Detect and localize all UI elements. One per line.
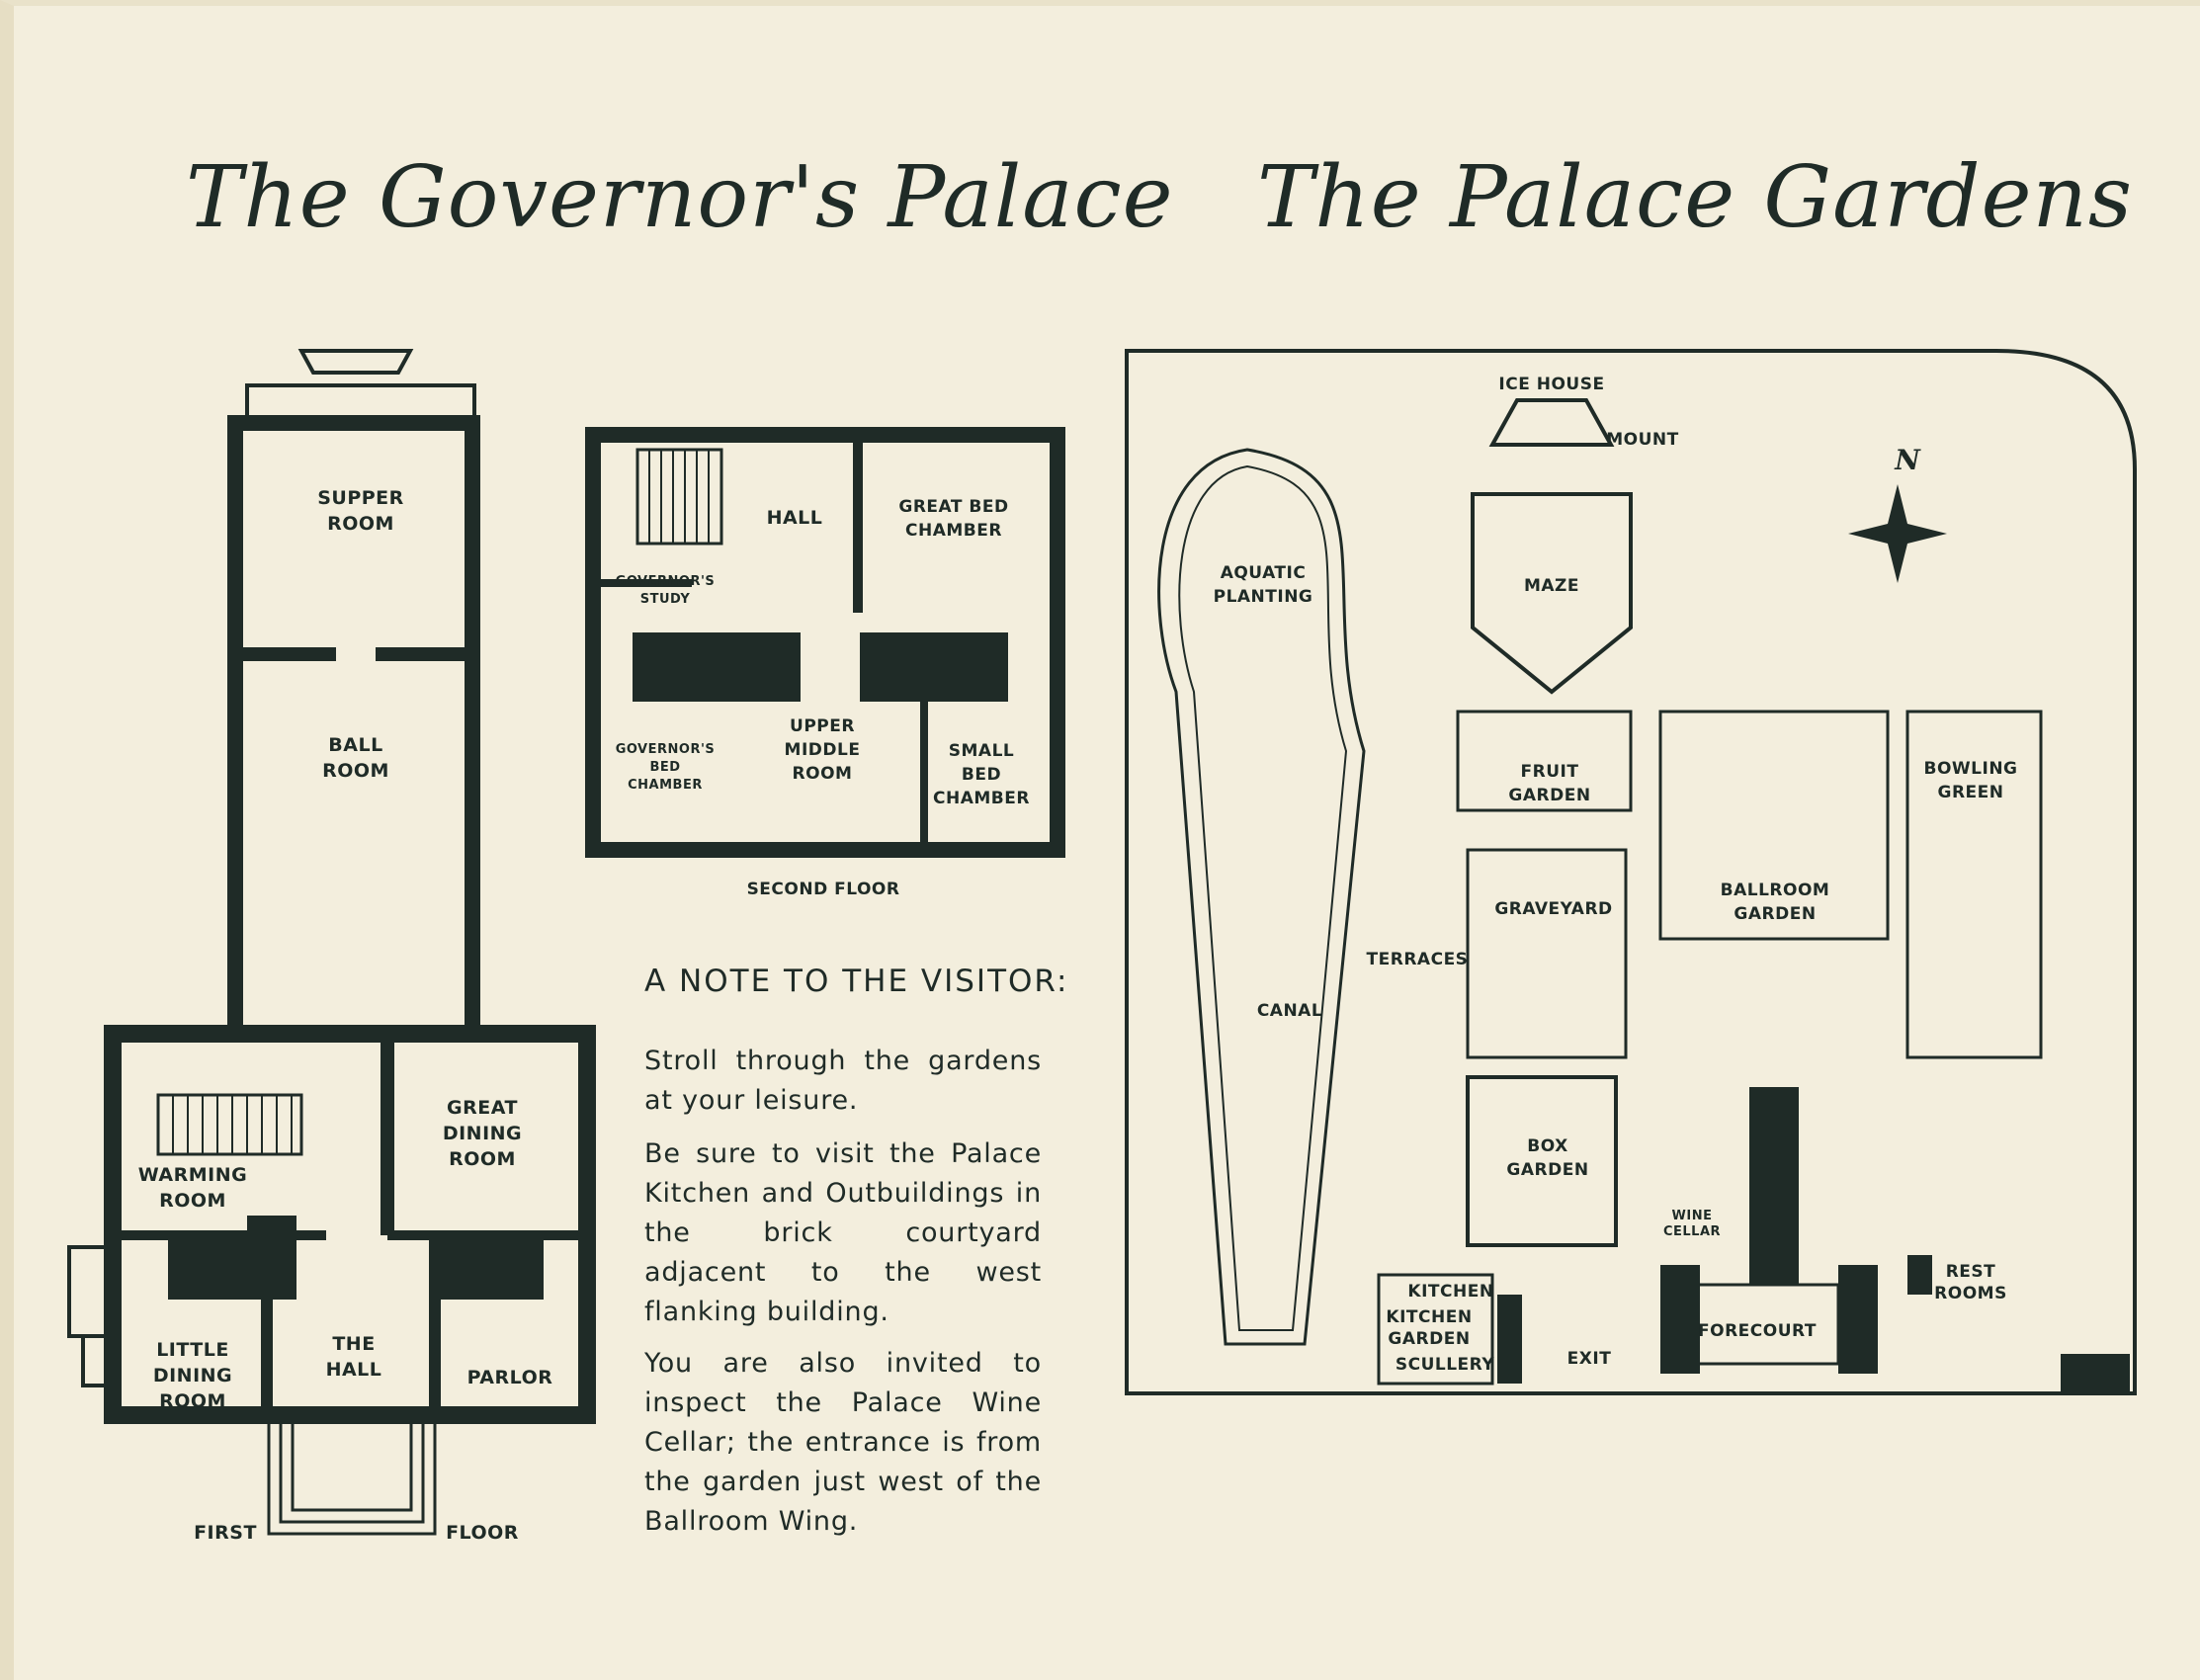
exit-label: EXIT: [1567, 1349, 1612, 1369]
parlor-label: PARLOR: [467, 1367, 553, 1388]
maze-label: MAZE: [1524, 576, 1579, 596]
north-arrow-icon: [1848, 484, 1947, 583]
second-floor-chimneys: [633, 632, 1008, 702]
hall-label: HALL: [767, 507, 823, 529]
note-paragraph-1: Stroll through the gardens at your leisu…: [644, 1046, 1042, 1116]
mount-label: MOUNT: [1606, 430, 1679, 450]
north-label: N: [1894, 444, 1921, 476]
graveyard-label: GRAVEYARD: [1494, 899, 1612, 919]
gardens-buildings: [1497, 1087, 2130, 1393]
first-caption: FIRST: [194, 1522, 257, 1544]
gardens-title: The Palace Gardens: [1257, 148, 2133, 247]
first-floor-plan: [67, 349, 596, 1536]
note-paragraph-3: You are also invited to inspect the Pala…: [644, 1348, 1042, 1537]
ice-house-label: ICE HOUSE: [1498, 375, 1604, 394]
note-heading: A NOTE TO THE VISITOR:: [644, 964, 1069, 999]
forecourt-label: FORECOURT: [1698, 1321, 1817, 1341]
floor-caption: FLOOR: [446, 1522, 519, 1544]
note-paragraph-2: Be sure to visit the Palace Kitchen and …: [644, 1138, 1042, 1327]
gardens-map-outline: [1125, 349, 2137, 1395]
terraces-label: TERRACES: [1367, 950, 1469, 969]
scullery-label: SCULLERY: [1396, 1355, 1494, 1375]
canal-label: CANAL: [1257, 1001, 1322, 1021]
kitchen-label: KITCHEN: [1407, 1282, 1493, 1302]
second-floor-caption: SECOND FLOOR: [747, 880, 900, 899]
palace-title: The Governor's Palace: [186, 148, 1174, 247]
first-floor-chimneys: [168, 1216, 544, 1300]
